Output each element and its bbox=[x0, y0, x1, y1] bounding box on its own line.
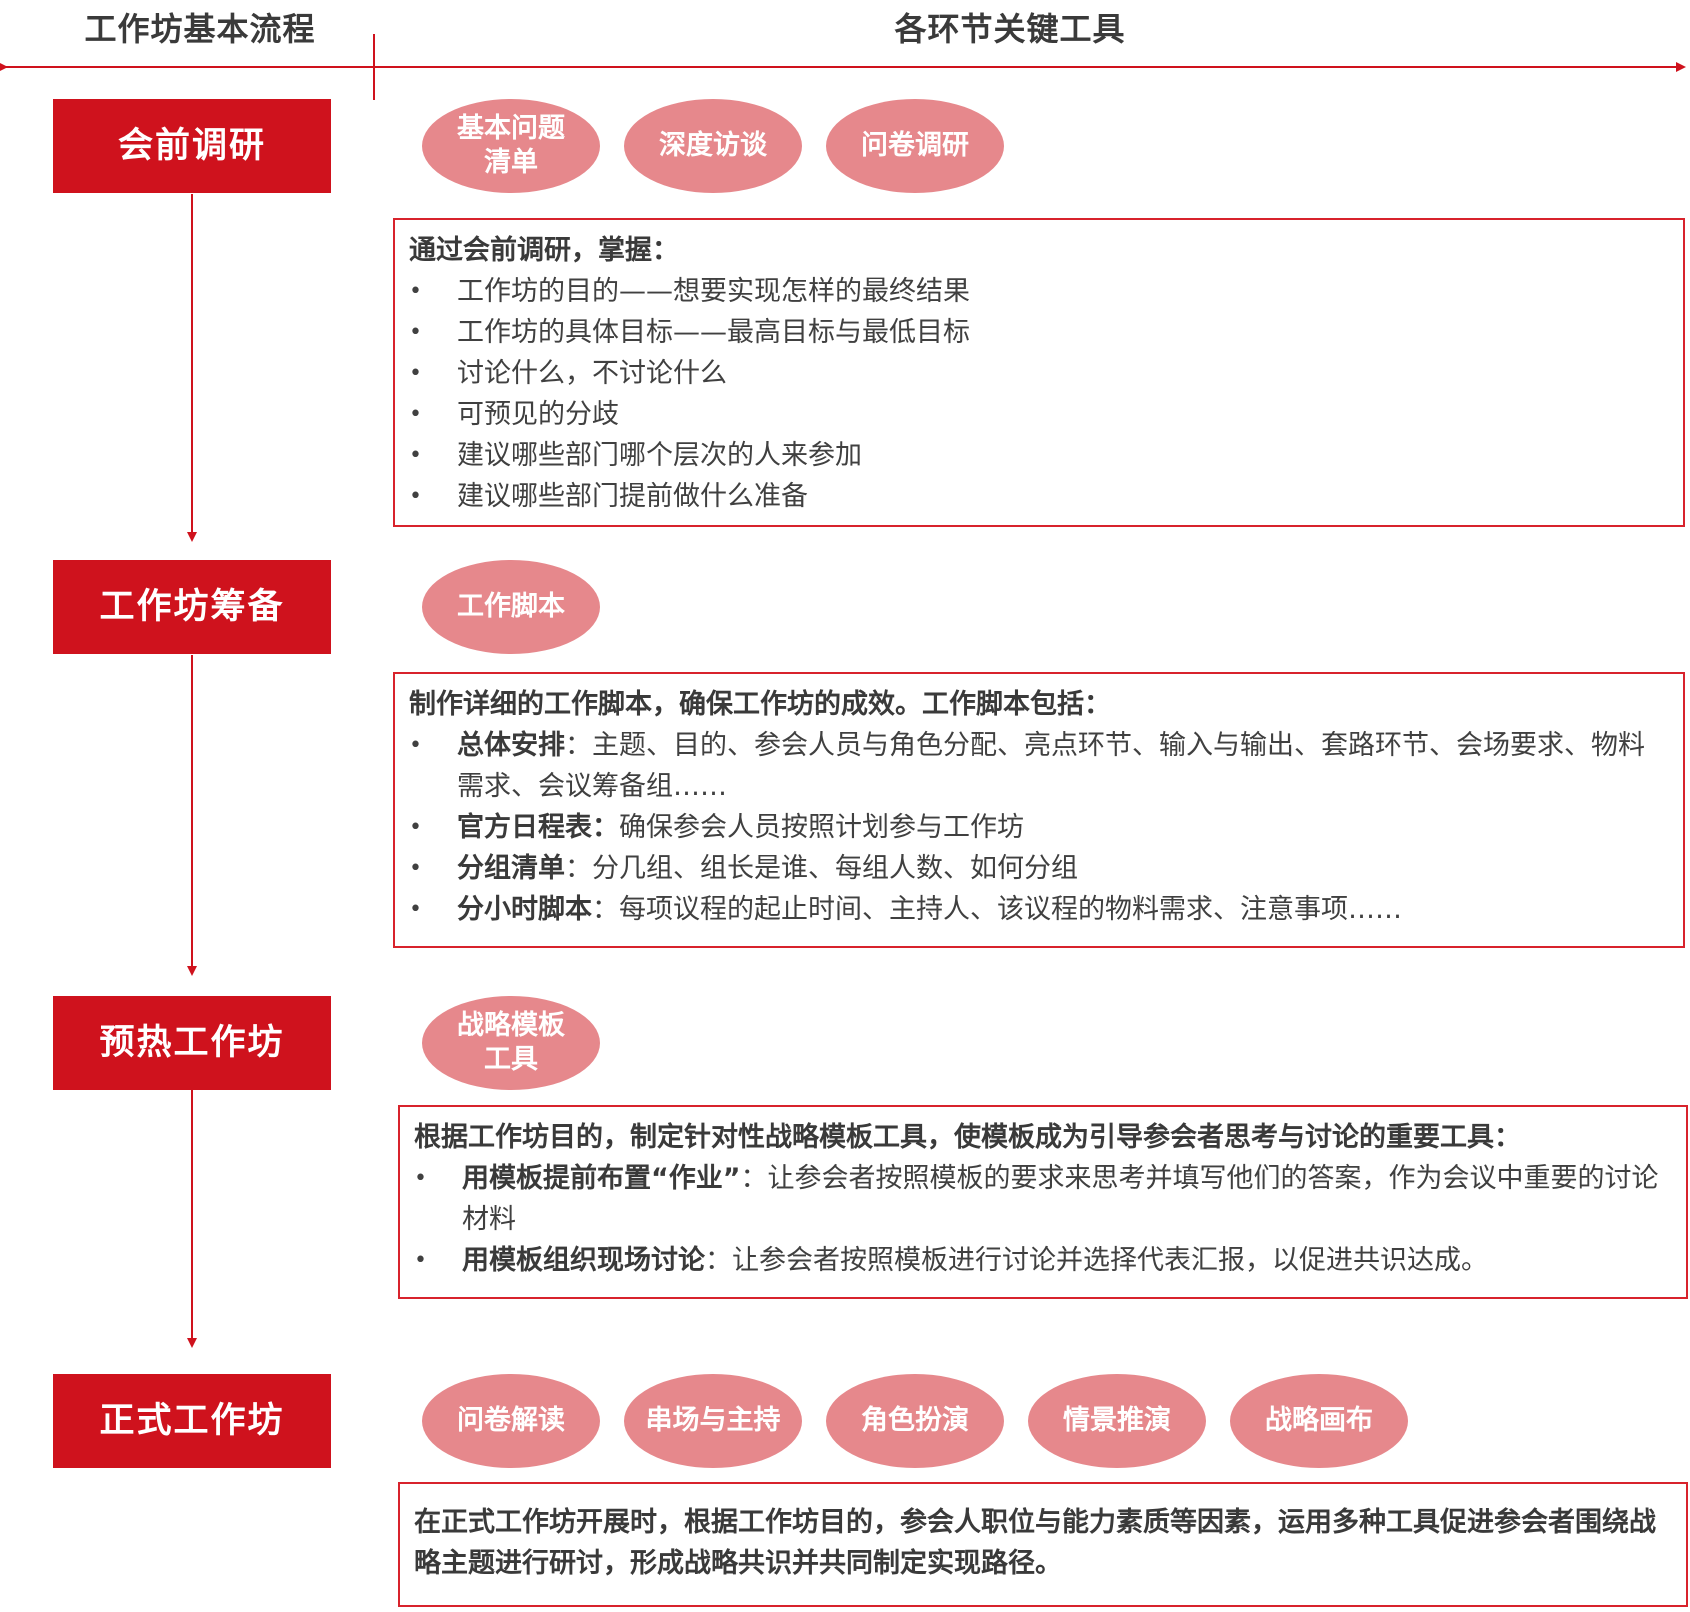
tool-pill: 问卷解读 bbox=[422, 1374, 600, 1468]
tools-column-title: 各环节关键工具 bbox=[894, 10, 1126, 48]
box-title: 根据工作坊目的，制定针对性战略模板工具，使模板成为引导参会者思考与讨论的重要工具… bbox=[414, 1122, 1521, 1153]
list-item: •总体安排：主题、目的、参会人员与角色分配、亮点环节、输入与输出、套路环节、会场… bbox=[409, 730, 1645, 802]
list-item: •可预见的分歧 bbox=[409, 399, 619, 430]
list-item: •分小时脚本：每项议程的起止时间、主持人、该议程的物料需求、注意事项…… bbox=[409, 894, 1402, 925]
stage-description-box: 在正式工作坊开展时，根据工作坊目的，参会人职位与能力素质等因素，运用多种工具促进… bbox=[398, 1482, 1688, 1607]
stage-warmup: 预热工作坊 bbox=[53, 996, 331, 1090]
tool-pill: 情景推演 bbox=[1028, 1374, 1206, 1468]
stage-description-box: 通过会前调研，掌握： •工作坊的目的——想要实现怎样的最终结果 •工作坊的具体目… bbox=[393, 218, 1685, 527]
list-item: •建议哪些部门哪个层次的人来参加 bbox=[409, 440, 862, 471]
box-paragraph: 在正式工作坊开展时，根据工作坊目的，参会人职位与能力素质等因素，运用多种工具促进… bbox=[414, 1507, 1656, 1579]
stage-description-box: 制作详细的工作脚本，确保工作坊的成效。工作脚本包括： •总体安排：主题、目的、参… bbox=[393, 672, 1685, 948]
stage-formal-workshop: 正式工作坊 bbox=[53, 1374, 331, 1468]
stage-description-box: 根据工作坊目的，制定针对性战略模板工具，使模板成为引导参会者思考与讨论的重要工具… bbox=[398, 1105, 1688, 1299]
tool-pill: 深度访谈 bbox=[624, 99, 802, 193]
tool-pill: 串场与主持 bbox=[624, 1374, 802, 1468]
list-item: •官方日程表：确保参会人员按照计划参与工作坊 bbox=[409, 812, 1024, 843]
tool-pill: 基本问题 清单 bbox=[422, 99, 600, 193]
tool-pill: 战略模板 工具 bbox=[422, 996, 600, 1090]
list-item: •建议哪些部门提前做什么准备 bbox=[409, 481, 808, 512]
list-item: •讨论什么，不讨论什么 bbox=[409, 358, 727, 389]
list-item: •用模板组织现场讨论：让参会者按照模板进行讨论并选择代表汇报，以促进共识达成。 bbox=[414, 1245, 1488, 1276]
tool-pill: 角色扮演 bbox=[826, 1374, 1004, 1468]
bullet-list: •工作坊的目的——想要实现怎样的最终结果 •工作坊的具体目标——最高目标与最低目… bbox=[409, 271, 1671, 517]
box-title: 通过会前调研，掌握： bbox=[409, 235, 679, 266]
stage-pre-research: 会前调研 bbox=[53, 99, 331, 193]
tool-pill: 问卷调研 bbox=[826, 99, 1004, 193]
list-item: •工作坊的目的——想要实现怎样的最终结果 bbox=[409, 276, 970, 307]
tool-pill: 战略画布 bbox=[1230, 1374, 1408, 1468]
flow-column-title: 工作坊基本流程 bbox=[84, 10, 316, 48]
bullet-list: •总体安排：主题、目的、参会人员与角色分配、亮点环节、输入与输出、套路环节、会场… bbox=[409, 725, 1671, 930]
list-item: •分组清单：分几组、组长是谁、每组人数、如何分组 bbox=[409, 853, 1078, 884]
stage-preparation: 工作坊筹备 bbox=[53, 560, 331, 654]
list-item: •工作坊的具体目标——最高目标与最低目标 bbox=[409, 317, 970, 348]
bullet-list: •用模板提前布置“作业”：让参会者按照模板的要求来思考并填写他们的答案，作为会议… bbox=[414, 1158, 1674, 1281]
box-title: 制作详细的工作脚本，确保工作坊的成效。工作脚本包括： bbox=[409, 689, 1111, 720]
tool-pill: 工作脚本 bbox=[422, 560, 600, 654]
list-item: •用模板提前布置“作业”：让参会者按照模板的要求来思考并填写他们的答案，作为会议… bbox=[414, 1163, 1659, 1235]
